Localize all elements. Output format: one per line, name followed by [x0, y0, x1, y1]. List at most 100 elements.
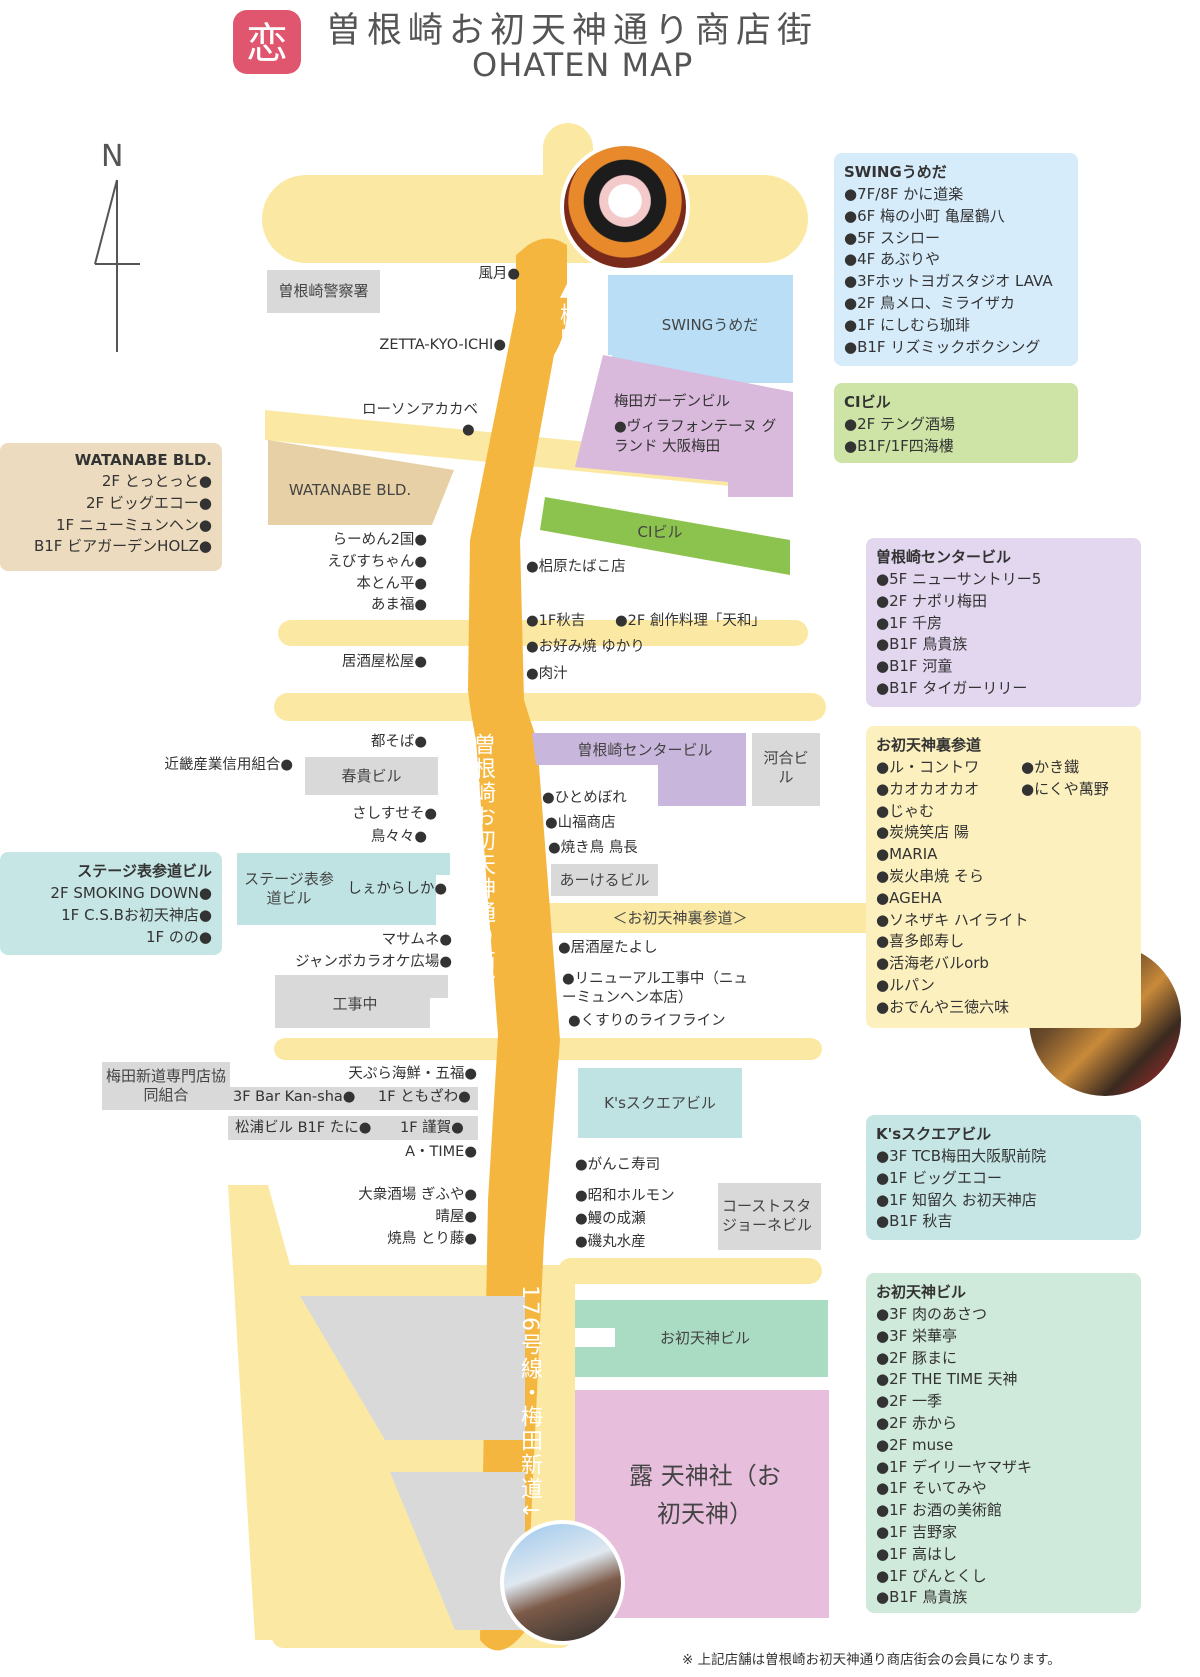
- info-item: ●5F ニューサントリー5: [876, 570, 1042, 588]
- shop-isomaru: ●磯丸水産: [575, 1234, 646, 1250]
- shop-lawson: ローソンアカカベ: [362, 402, 478, 418]
- compass-letter: N: [101, 139, 124, 174]
- shop-ramen: らーめん2国●: [332, 532, 427, 548]
- info-item: ●AGEHA: [876, 888, 942, 907]
- info-item: ●7F/8F かに道楽: [844, 185, 964, 203]
- info-item: ●2F ナポリ梅田: [876, 591, 988, 610]
- shop-showa-horumon: ●昭和ホルモン: [575, 1188, 675, 1204]
- info-title: K'sスクエアビル: [876, 1125, 992, 1143]
- info-item: ●2F テング酒場: [844, 415, 956, 433]
- coast-block-label: コーストスタジョーネビル: [722, 1197, 813, 1234]
- shop-renewal: ●リニューアル工事中（ニューミュンヘン本店）: [562, 971, 748, 1006]
- info-item: ●5F スシロー: [844, 228, 941, 247]
- shop-tayoshi: ●居酒屋たよし: [558, 940, 658, 956]
- kouji-block-label: 工事中: [332, 994, 378, 1013]
- info-box-ci: CIビル ●2F テング酒場 ●B1F/1F四海樓: [834, 383, 1078, 463]
- info-item: ●かき鐵: [1021, 758, 1080, 776]
- info-item: 2F ビッグエコー●: [85, 493, 212, 512]
- kawai-block-label: 河合ビル: [763, 749, 809, 786]
- shop-gofuku: 天ぷら海鮮・五福●: [348, 1066, 477, 1082]
- ks-block-label: K'sスクエアビル: [604, 1093, 716, 1112]
- info-item: ●1F 知留久 お初天神店: [876, 1190, 1037, 1209]
- info-item: ●3Fホットヨガスタジオ LAVA: [844, 272, 1053, 291]
- shop-zetta: ZETTA-KYO-ICHI●: [379, 337, 506, 353]
- shop-lifeline: ●くすりのライフライン: [568, 1013, 726, 1029]
- shop-gifuya: 大衆酒場 ぎふや●: [358, 1187, 477, 1203]
- umeda-garden-label: 梅田ガーデンビル: [614, 394, 730, 410]
- shop-hareya: 晴屋●: [435, 1209, 477, 1225]
- ci-block: [540, 497, 790, 575]
- shop-tenwa: ●2F 創作料理「天和」: [615, 613, 766, 629]
- shop-kinga: 1F 謹賀●: [400, 1120, 464, 1136]
- ohatsu-doll-photo: [560, 142, 690, 272]
- shop-amafuku: あま福●: [370, 597, 427, 613]
- info-title: WATANABE BLD.: [74, 451, 212, 469]
- shop-matsuya: 居酒屋松屋●: [341, 654, 427, 670]
- street-south-label: 176号線・梅田新道↓: [517, 1285, 542, 1522]
- shop-torifuji: 焼鳥 とり藤●: [387, 1231, 477, 1247]
- shop-toritori: 鳥々々●: [370, 829, 427, 845]
- footer-note: ※ 上記店舗は曽根崎お初天神通り商店街会の会員になります。: [682, 1652, 1061, 1668]
- info-box-sonezaki-center: 曽根崎センタービル ●5F ニューサントリー5 ●2F ナポリ梅田 ●1F 千房…: [866, 538, 1141, 707]
- info-item: ●活海老バルorb: [876, 954, 989, 973]
- shop-hontonpei: 本とん平●: [356, 576, 427, 592]
- info-item: 1F ニューミュンヘン●: [55, 515, 212, 534]
- info-title: SWINGうめだ: [844, 163, 947, 181]
- shop-jumbo-karaoke: ジャンボカラオケ広場●: [295, 954, 452, 970]
- info-box-watanabe: WATANABE BLD. 2F とっとっと● 2F ビッグエコー● 1F ニュ…: [0, 443, 222, 571]
- shop-ganko: ●がんこ寿司: [575, 1157, 661, 1173]
- info-item: ●1F にしむら珈琲: [844, 315, 971, 334]
- matsuura-label: 松浦ビル B1F たに●: [235, 1120, 372, 1136]
- shop-yamafuku: ●山福商店: [545, 815, 616, 831]
- shop-sashisuseso: さしすせそ●: [352, 806, 437, 822]
- info-item: ●ソネザキ ハイライト: [876, 910, 1029, 929]
- info-item: ●1F ぴんとくし: [876, 1566, 987, 1585]
- info-item: ●にくや萬野: [1021, 779, 1109, 798]
- street-name-label: 曽根崎お初天神通り商店街: [470, 733, 495, 1021]
- shop-hitomebore: ●ひとめぼれ: [542, 790, 627, 806]
- info-item: 2F SMOKING DOWN●: [50, 884, 212, 902]
- info-item: 1F のの●: [145, 927, 212, 946]
- shop-tomozawa: 1F ともざわ●: [378, 1089, 471, 1105]
- title-en: OHATEN MAP: [472, 46, 694, 84]
- ci-block-label: CIビル: [637, 522, 683, 541]
- info-item: B1F ビアガーデンHOLZ●: [33, 537, 212, 556]
- info-item: ●炭焼笑店 陽: [876, 823, 969, 842]
- info-title: 曽根崎センタービル: [876, 548, 1012, 566]
- sonezaki-block-label: 曽根崎センタービル: [577, 740, 713, 759]
- info-item: ●B1F/1F四海樓: [844, 436, 954, 455]
- shop-naruse: ●鰻の成瀬: [575, 1211, 646, 1227]
- info-item: ●2F 鳥メロ、ミライザカ: [844, 293, 1016, 312]
- info-item: ●B1F タイガーリリー: [876, 678, 1028, 697]
- watanabe-block: [268, 440, 454, 525]
- stage-block: [237, 853, 450, 925]
- gray-blocks: [102, 270, 821, 1630]
- info-item: ●2F 赤から: [876, 1413, 958, 1432]
- info-item: ●2F 豚まに: [876, 1348, 958, 1367]
- shop-torichou: ●焼き鳥 鳥長: [548, 840, 638, 856]
- info-item: ●じゃむ: [876, 801, 935, 820]
- shop-akiyoshi: ●1F秋吉: [526, 613, 586, 629]
- shop-miyako-soba: 都そば●: [370, 734, 427, 750]
- info-item: ●3F 栄華亭: [876, 1326, 958, 1345]
- info-item: ●2F 一季: [876, 1392, 943, 1411]
- info-item: ●2F THE TIME 天神: [876, 1370, 1018, 1389]
- info-item: ●ル・コントワ: [876, 758, 980, 776]
- urasando-label: ＜お初天神裏参道＞: [612, 908, 748, 927]
- shop-tabako: ●梠原たばこ店: [526, 559, 626, 575]
- info-item: ●B1F 鳥貴族: [876, 635, 968, 654]
- info-item: ●1F 千房: [876, 613, 943, 632]
- ohatenjin-bldg-label: お初天神ビル: [659, 1328, 750, 1347]
- info-item: ●2F muse: [876, 1435, 954, 1454]
- info-item: ●1F 吉野家: [876, 1522, 958, 1541]
- shop-atime: A・TIME●: [405, 1144, 477, 1160]
- info-item: ●6F 梅の小町 亀屋鶴八: [844, 206, 1005, 225]
- info-box-swing: SWINGうめだ ●7F/8F かに道楽 ●6F 梅の小町 亀屋鶴八 ●5F ス…: [834, 153, 1078, 366]
- info-item: ●3F TCB梅田大阪駅前院: [876, 1147, 1047, 1165]
- lawson-dot: ●: [462, 422, 475, 438]
- info-item: ●MARIA: [876, 845, 938, 864]
- info-item: ●おでんや三徳六味: [876, 997, 1010, 1016]
- info-item: ●1F そいてみや: [876, 1479, 987, 1498]
- umeda-shindo-label: 梅田新道専門店協同組合: [105, 1067, 226, 1104]
